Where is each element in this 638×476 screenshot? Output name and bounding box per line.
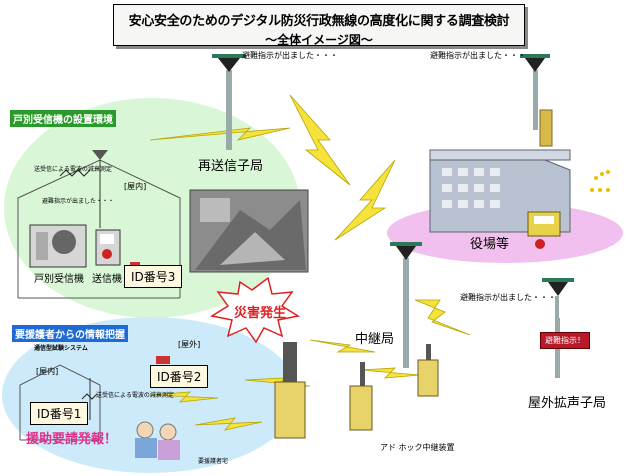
adhoc-poles [274,342,439,439]
relay-antenna [390,242,422,368]
adhoc-relay-label: アド ホック中継装置 [380,443,455,452]
help-request-text: 援助要請発報！ [26,432,118,447]
support-house [19,364,101,441]
household-indoor-label: [屋内] [124,182,147,191]
evac-speech-1: 避難指示が出ました・・・ [242,51,338,60]
sound-dots [590,170,610,192]
outdoor-speaker-label: 屋外拡声子局 [528,396,607,411]
evac-sign: 避難指示！ [540,332,590,349]
lightning-bolts [149,94,471,431]
support-subtitle: 通信型試験システム [34,345,88,352]
household-title: 戸別受信機の設置環境 [10,110,116,127]
evac-speech-2: 避難指示が出ました・・・ [430,51,526,60]
receiver-device [29,224,87,268]
evac-speech-3: 避難指示が出ました・・・ [460,293,556,302]
disaster-burst [210,276,300,344]
city-hall-antenna [520,54,553,147]
lightning-bolt-3 [414,299,471,336]
support-outdoor-label: [屋外] [178,340,201,349]
relay-station-label: 中継局 [355,332,395,347]
lightning-bolt-5 [309,339,376,353]
support-indoor-label: [屋内] [36,367,59,376]
disaster-label: 災害発生 [234,306,287,321]
care-house-label: 要援護者宅 [198,458,229,465]
title-line2: 〜全体イメージ図〜 [265,33,373,47]
lightning-bolt-2 [334,159,396,241]
household-antenna [92,150,108,228]
lightning-bolt-1 [289,94,351,186]
id2-box: ID番号2 [150,365,209,388]
disaster-photo [189,189,309,273]
household-measure-text: 送受信による電波の減衰測定 [34,166,112,173]
transmitter-device [95,229,121,266]
support-title: 要援護者からの情報把握 [12,325,128,342]
receiver-label: 戸別受信機 [34,274,84,285]
city-hall-label: 役場等 [470,237,510,252]
evac-speech-4: 避難指示が出ました・・・ [42,198,115,205]
id1-box: ID番号1 [30,402,89,425]
id3-box: ID番号3 [124,265,183,288]
title-line1: 安心安全のためのデジタル防災行政無線の高度化に関する調査検討 [128,14,510,29]
attenuation-wave [59,169,91,177]
id2-device [156,356,170,364]
retransmit-antenna [212,54,246,150]
care-persons [135,421,180,460]
lightning-bolt-6 [149,391,219,403]
title-box: 安心安全のためのデジタル防災行政無線の高度化に関する調査検討 〜全体イメージ図〜 [113,4,525,47]
attenuation-wave-2 [81,393,98,400]
control-console [527,211,561,249]
retransmit-station-label: 再送信子局 [198,159,264,174]
lightning-bolt-4 [149,127,291,141]
lightning-bolt-9 [194,417,263,431]
transmitter-label: 送信機 [92,274,122,285]
support-measure-text: 送受信による電波の減衰測定 [96,392,174,399]
lightning-bolt-8 [359,367,421,379]
